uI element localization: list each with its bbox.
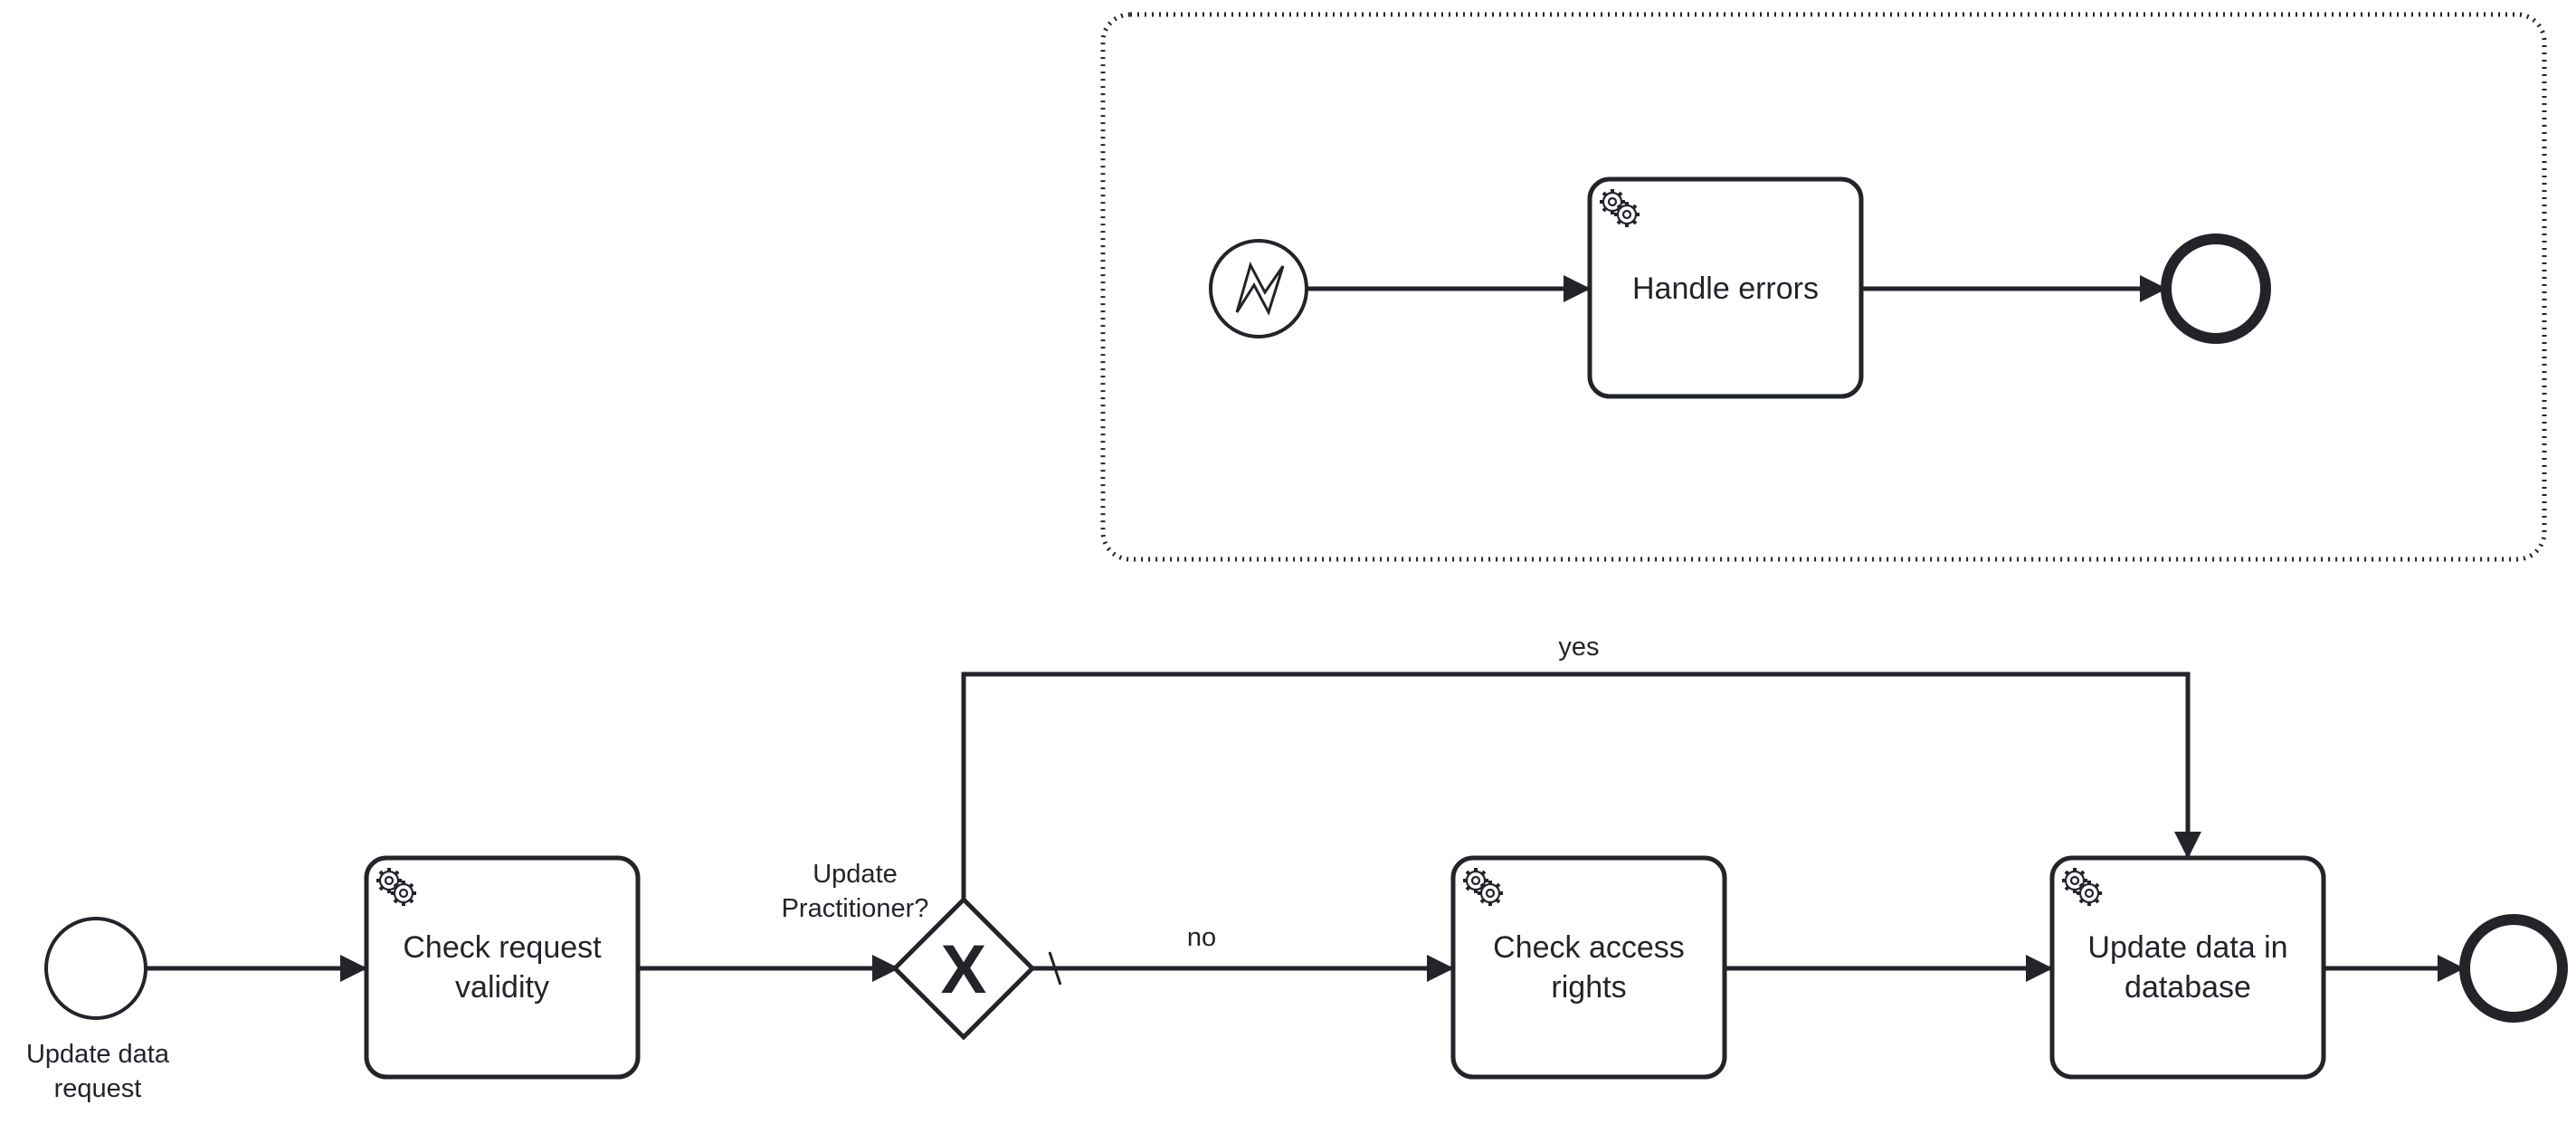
task-handle-errors[interactable]: Handle errors xyxy=(1587,176,1864,399)
end-event[interactable] xyxy=(2459,914,2568,1023)
task-label: Check request xyxy=(403,930,602,965)
flow-no-label: no xyxy=(1187,923,1216,952)
task-label: rights xyxy=(1551,970,1626,1005)
flow-yes-label: yes xyxy=(1558,633,1599,662)
task-label: validity xyxy=(455,970,549,1005)
task-update-data-in-database[interactable]: Update data in database xyxy=(2049,855,2326,1080)
exclusive-gateway[interactable]: X xyxy=(891,896,1036,1041)
error-start-event[interactable] xyxy=(1209,239,1308,338)
task-label: database xyxy=(2124,970,2251,1005)
flow-yes[interactable] xyxy=(961,672,2201,900)
gateway-label: Practitioner? xyxy=(782,894,929,923)
task-label: Update data in xyxy=(2087,930,2287,965)
task-check-access-rights[interactable]: Check access rights xyxy=(1450,855,1727,1080)
subprocess-end-event[interactable] xyxy=(2161,233,2271,344)
task-label: Handle errors xyxy=(1632,271,1819,306)
default-flow-marker xyxy=(1048,951,1062,986)
lightning-icon xyxy=(1235,262,1285,316)
start-event-label: Update data xyxy=(26,1040,170,1069)
gateway-x-marker: X xyxy=(941,931,987,1008)
gateway-label: Update xyxy=(813,860,898,889)
start-event[interactable] xyxy=(44,917,147,1020)
task-label: Check access xyxy=(1493,930,1685,965)
start-event-label: request xyxy=(54,1074,142,1103)
task-check-request-validity[interactable]: Check request validity xyxy=(364,855,641,1080)
